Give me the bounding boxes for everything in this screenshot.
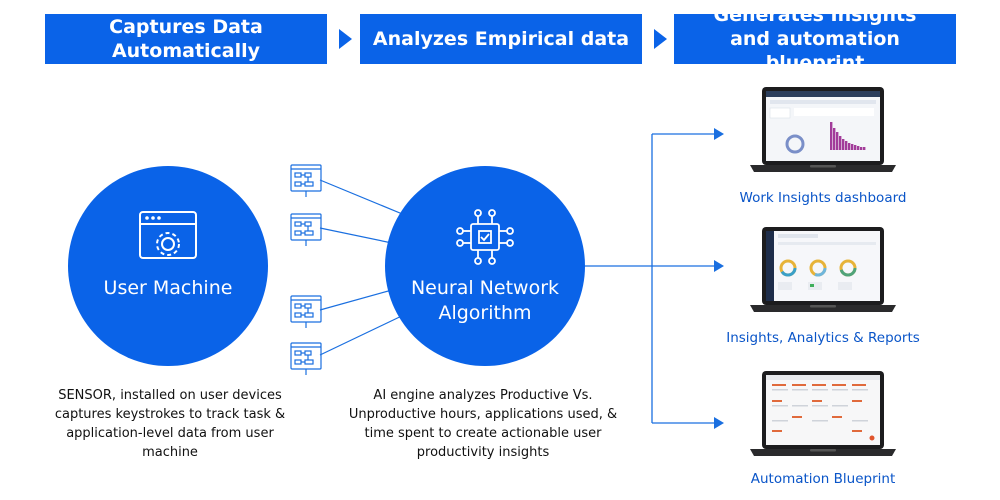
browser-gear-icon xyxy=(139,211,197,259)
laptop-blueprint-image xyxy=(750,371,896,456)
laptop-dashboard-image xyxy=(750,87,896,172)
laptop-analytics-image xyxy=(750,227,896,312)
stage-label: Analyzes Empirical data xyxy=(372,28,630,50)
arrow-right-icon xyxy=(714,260,724,272)
neural-network-circle xyxy=(385,166,585,366)
stage-banner-capture: Captures Data Automatically xyxy=(45,14,327,64)
chip-network-icon xyxy=(456,209,514,265)
stage-banner-generate: Generates Insights and automation bluepr… xyxy=(674,4,956,74)
connector-lines xyxy=(319,179,413,356)
workflow-icon xyxy=(290,295,322,328)
chevron-right-icon xyxy=(654,29,667,49)
stage-banner-analyze: Analyzes Empirical data xyxy=(360,14,642,64)
chevron-right-icon xyxy=(339,29,352,49)
output-connector xyxy=(585,133,714,424)
arrow-right-icon xyxy=(714,417,724,429)
user-machine-circle xyxy=(68,166,268,366)
neural-network-label: Neural Network Algorithm xyxy=(410,277,560,324)
workflow-icon xyxy=(290,342,322,375)
ai-engine-caption: AI engine analyzes Productive Vs. Unprod… xyxy=(348,388,618,460)
stage-label: Generates Insights and automation bluepr… xyxy=(713,4,917,74)
sensor-caption: SENSOR, installed on user devices captur… xyxy=(54,388,286,460)
output-label-analytics: Insights, Analytics & Reports xyxy=(726,330,920,346)
output-label-blueprint: Automation Blueprint xyxy=(750,471,896,487)
arrow-right-icon xyxy=(714,128,724,140)
stage-label: Captures Data Automatically xyxy=(109,16,263,62)
user-machine-label: User Machine xyxy=(103,277,233,299)
arrowheads xyxy=(714,128,724,429)
workflow-icon xyxy=(290,164,322,197)
output-label-work-insights: Work Insights dashboard xyxy=(739,190,907,206)
workflow-icon xyxy=(290,213,322,246)
